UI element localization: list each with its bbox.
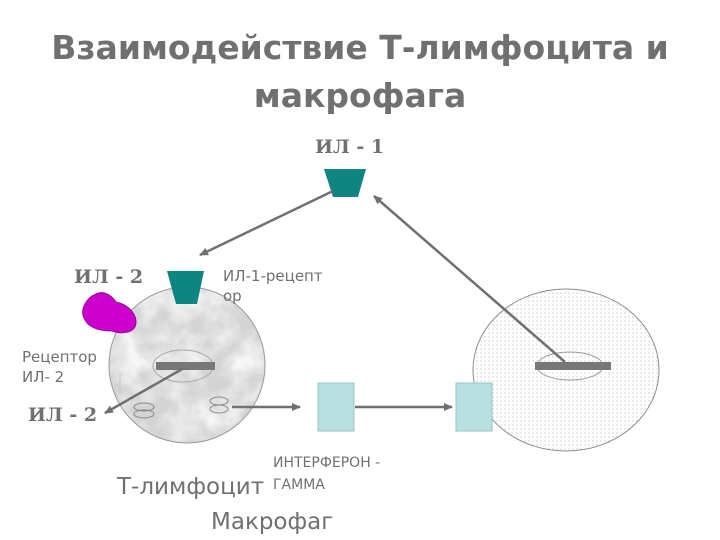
il1-receptor-label-line-1: ИЛ-1-рецепт — [223, 267, 323, 285]
title-line-2: макрофага — [253, 76, 467, 115]
receptor-oval — [133, 402, 155, 412]
il1-receptor-shape — [167, 271, 204, 304]
il2-label-bottom: ИЛ - 2 — [28, 404, 98, 426]
macrophage-label: Макрофаг — [211, 509, 334, 535]
il1-label-top: ИЛ - 1 — [315, 136, 385, 158]
slide-title: Взаимодействие Т-лимфоцита и макрофага — [0, 24, 720, 120]
il2-label-ligand: ИЛ - 2 — [74, 266, 144, 288]
receptor-il2-label: Рецептор ИЛ- 2 — [22, 347, 97, 387]
receptor-il2-label-line-2: ИЛ- 2 — [22, 368, 65, 386]
interferon-label-line-1: ИНТЕРФЕРОН - — [273, 455, 381, 471]
title-line-1: Взаимодействие Т-лимфоцита и — [51, 28, 669, 67]
il2-molecule-blob — [82, 292, 137, 334]
macrophage-nucleus-bar — [535, 362, 611, 370]
arrow-il1-to-receptor — [199, 189, 334, 257]
arrow-nucleus-to-il2 — [104, 366, 185, 415]
t-lymphocyte-nucleus-bar — [156, 362, 215, 370]
interferon-box-left — [317, 382, 355, 432]
receptor-il2-label-line-1: Рецептор — [22, 348, 97, 366]
receptor-oval — [133, 409, 155, 419]
interferon-label-line-2: ГАММА — [273, 477, 325, 493]
arrow-macrophage-to-il1 — [373, 195, 566, 363]
il1-receptor-label: ИЛ-1-рецепт ор — [223, 266, 323, 306]
il1-molecule-shape — [324, 169, 366, 197]
receptor-oval — [209, 404, 229, 414]
il1-receptor-label-line-2: ор — [223, 287, 242, 305]
interferon-box-right — [455, 382, 493, 432]
interferon-gamma-label: ИНТЕРФЕРОН - ГАММА — [273, 452, 380, 496]
t-lymphocyte-label: Т-лимфоцит — [117, 474, 265, 500]
